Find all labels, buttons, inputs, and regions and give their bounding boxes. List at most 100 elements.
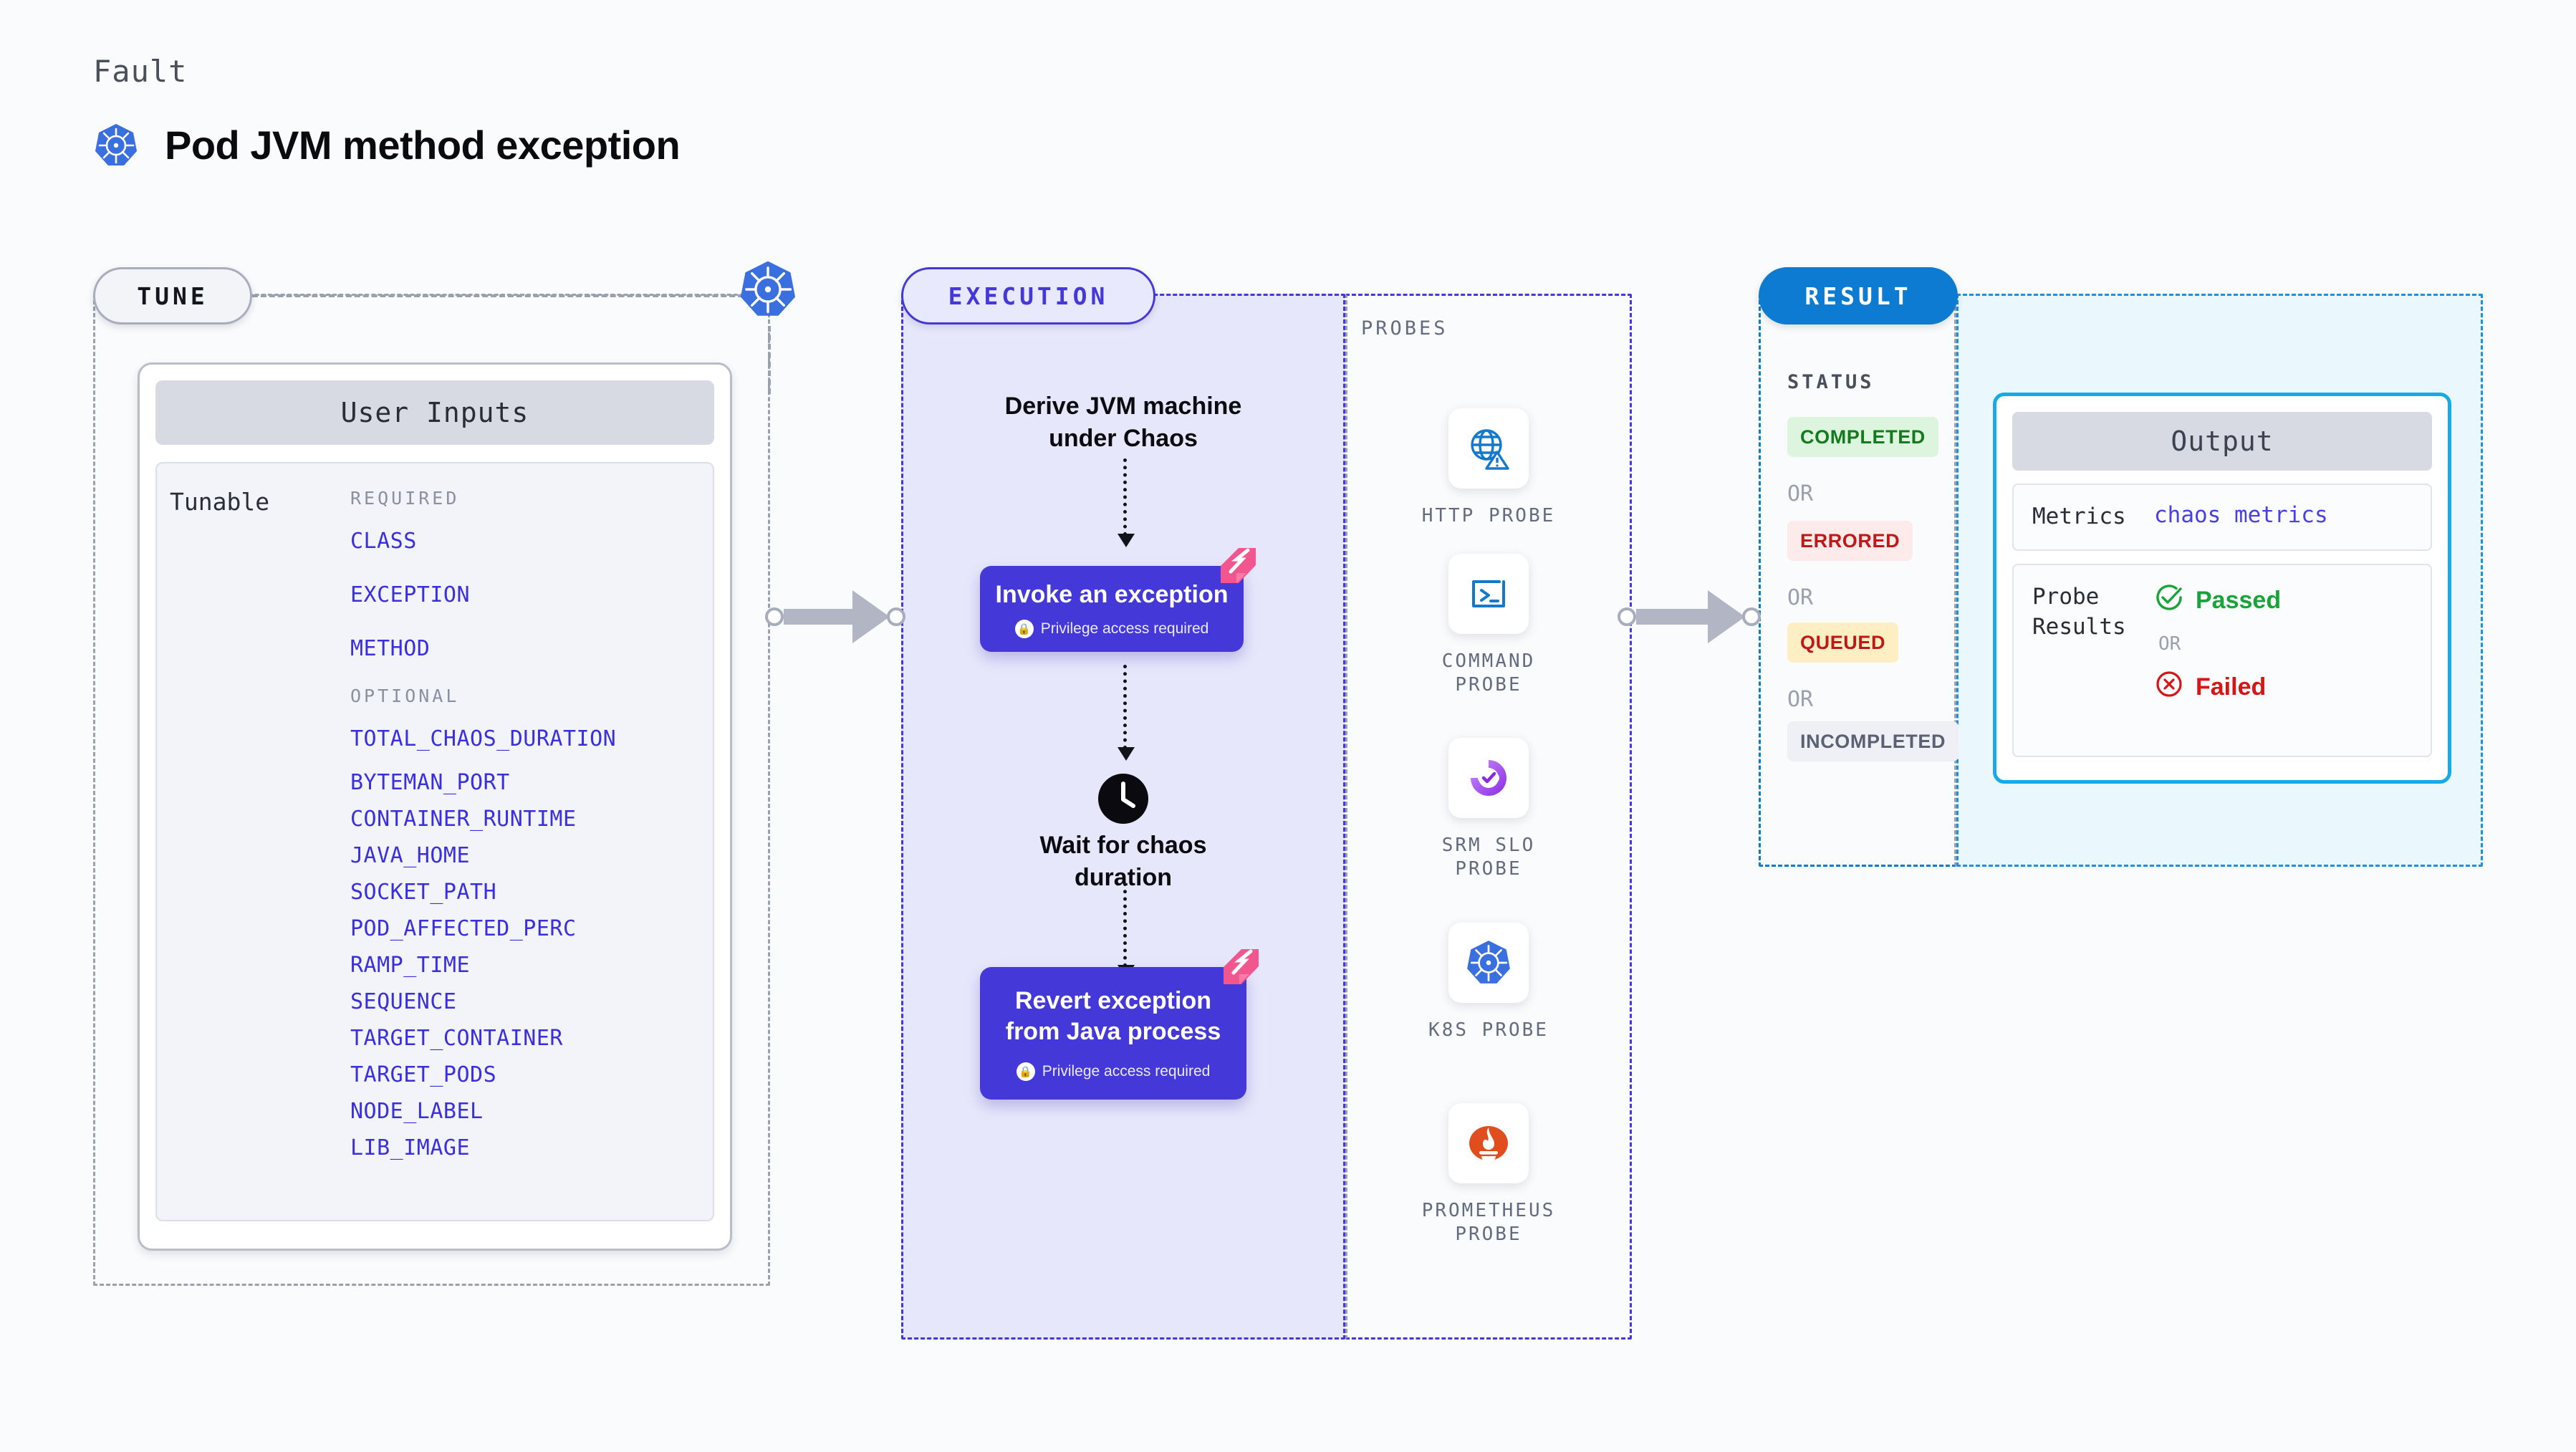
- kubernetes-icon: [1448, 923, 1529, 1003]
- execution-block-note: 🔒 Privilege access required: [1016, 1062, 1211, 1082]
- probe-result-failed: Failed: [2154, 669, 2281, 706]
- connector-start-dot: [1618, 607, 1636, 626]
- metrics-key-label: Metrics: [2032, 504, 2126, 529]
- status-badge-incompleted: INCOMPLETED: [1787, 721, 1959, 761]
- passed-label: Passed: [2196, 586, 2282, 614]
- page-title-row: Pod JVM method exception: [93, 122, 681, 168]
- probe-prometheus[interactable]: PROMETHEUS PROBE: [1345, 1103, 1632, 1246]
- probe-k8s[interactable]: K8S PROBE: [1345, 923, 1632, 1042]
- execution-step-derive-jvm: Derive JVM machine under Chaos: [1004, 393, 1242, 452]
- kubernetes-icon: [738, 259, 798, 323]
- tunable-list: REQUIRED CLASS EXCEPTION METHOD OPTIONAL…: [290, 488, 713, 1220]
- execution-block-title: Revert exception from Java process: [1005, 986, 1221, 1045]
- globe-warning-icon: [1448, 408, 1529, 489]
- tunable-item-java-home[interactable]: JAVA_HOME: [350, 843, 471, 868]
- stage-pill-tune[interactable]: TUNE: [93, 267, 252, 324]
- execution-block-note-text: Privilege access required: [1040, 620, 1209, 638]
- output-title: Output: [2012, 412, 2432, 471]
- clock-icon: [1097, 772, 1150, 829]
- probe-http[interactable]: HTTP PROBE: [1345, 408, 1632, 528]
- tune-vertical-dashed-line: [768, 326, 771, 394]
- tunable-item-sequence[interactable]: SEQUENCE: [350, 989, 457, 1014]
- execution-block-revert-exception[interactable]: Revert exception from Java process 🔒 Pri…: [980, 949, 1259, 1100]
- connector-start-dot: [765, 607, 784, 626]
- optional-group-heading: OPTIONAL: [350, 686, 460, 706]
- execution-block-note-text: Privilege access required: [1042, 1063, 1211, 1080]
- tunable-item-byteman-port[interactable]: BYTEMAN_PORT: [350, 770, 510, 795]
- status-heading: STATUS: [1787, 371, 1875, 393]
- connector-end-dot: [1742, 607, 1761, 626]
- page-title: Pod JVM method exception: [165, 122, 681, 168]
- srm-slo-icon: [1448, 738, 1529, 818]
- tunable-section: Tunable REQUIRED CLASS EXCEPTION METHOD …: [155, 462, 714, 1221]
- tunable-item-total-chaos-duration[interactable]: TOTAL_CHAOS_DURATION: [350, 726, 617, 751]
- tunable-row-label: Tunable: [170, 488, 270, 516]
- result-stage-region: [1759, 294, 1956, 867]
- probe-results-key-label: Probe Results: [2032, 583, 2126, 640]
- probe-label: K8S PROBE: [1428, 1019, 1549, 1041]
- status-or-1: OR: [1787, 481, 1814, 506]
- probe-label: COMMAND PROBE: [1441, 650, 1536, 696]
- tunable-item-target-container[interactable]: TARGET_CONTAINER: [350, 1026, 563, 1051]
- prometheus-icon: [1448, 1103, 1529, 1183]
- harness-icon: [1215, 544, 1259, 592]
- flow-arrow-3: [1118, 883, 1135, 979]
- connector-execution-to-result: [1618, 590, 1761, 643]
- execution-block-note: 🔒 Privilege access required: [1014, 620, 1209, 639]
- status-badge-queued: QUEUED: [1787, 622, 1899, 663]
- user-inputs-title: User Inputs: [155, 380, 714, 445]
- tunable-item-target-pods[interactable]: TARGET_PODS: [350, 1062, 497, 1087]
- required-group-heading: REQUIRED: [350, 488, 460, 509]
- tunable-item-container-runtime[interactable]: CONTAINER_RUNTIME: [350, 807, 577, 832]
- output-probe-results-row: Probe Results Passed OR: [2012, 563, 2432, 757]
- check-circle-icon: [2154, 582, 2184, 619]
- lock-icon: 🔒: [1016, 1062, 1035, 1082]
- probe-command[interactable]: COMMAND PROBE: [1345, 554, 1632, 697]
- probe-results-values: Passed OR Failed: [2154, 582, 2281, 739]
- metrics-value-link[interactable]: chaos metrics: [2154, 502, 2328, 528]
- flow-arrow-1: [1118, 458, 1135, 547]
- tunable-item-method[interactable]: METHOD: [350, 636, 431, 661]
- connector-bar: [784, 609, 854, 625]
- connector-tune-to-execution: [765, 590, 905, 643]
- tunable-item-ramp-time[interactable]: RAMP_TIME: [350, 953, 471, 978]
- probe-srm-slo[interactable]: SRM SLO PROBE: [1345, 738, 1632, 881]
- x-circle-icon: [2154, 669, 2184, 706]
- output-metrics-row: Metrics chaos metrics: [2012, 484, 2432, 551]
- connector-arrowhead: [1708, 590, 1745, 643]
- failed-label: Failed: [2196, 673, 2267, 701]
- probe-label: SRM SLO PROBE: [1441, 835, 1536, 880]
- probes-heading: PROBES: [1361, 317, 1448, 340]
- probe-result-passed: Passed: [2154, 582, 2281, 619]
- execution-block-invoke-exception[interactable]: Invoke an exception 🔒 Privilege access r…: [980, 548, 1256, 652]
- tunable-item-exception[interactable]: EXCEPTION: [350, 582, 471, 607]
- tunable-item-class[interactable]: CLASS: [350, 529, 417, 554]
- probe-result-or: OR: [2158, 633, 2181, 655]
- execution-block-title: Invoke an exception: [995, 580, 1229, 608]
- tunable-item-pod-affected-perc[interactable]: POD_AFFECTED_PERC: [350, 916, 577, 941]
- connector-bar: [1636, 609, 1709, 625]
- status-badge-completed: COMPLETED: [1787, 417, 1938, 457]
- stage-pill-result[interactable]: RESULT: [1759, 267, 1958, 324]
- stage-pill-execution[interactable]: EXECUTION: [901, 267, 1155, 324]
- execution-step-wait-for-chaos: Wait for chaos duration: [1039, 832, 1207, 891]
- output-card: Output Metrics chaos metrics Probe Resul…: [1993, 393, 2451, 784]
- probe-label: HTTP PROBE: [1421, 505, 1556, 527]
- status-or-2: OR: [1787, 585, 1814, 610]
- kubernetes-icon: [93, 122, 139, 168]
- tunable-item-socket-path[interactable]: SOCKET_PATH: [350, 880, 497, 905]
- connector-end-dot: [887, 607, 905, 626]
- user-inputs-card: User Inputs Tunable REQUIRED CLASS EXCEP…: [138, 362, 732, 1251]
- tune-dashed-connector: [252, 294, 752, 297]
- fault-eyebrow-label: Fault: [93, 54, 188, 89]
- terminal-icon: [1448, 554, 1529, 634]
- lock-icon: 🔒: [1014, 620, 1034, 639]
- status-or-3: OR: [1787, 687, 1814, 712]
- probe-label: PROMETHEUS PROBE: [1421, 1200, 1556, 1245]
- status-badge-errored: ERRORED: [1787, 521, 1913, 561]
- flow-arrow-2: [1118, 665, 1135, 761]
- tunable-item-lib-image[interactable]: LIB_IMAGE: [350, 1135, 471, 1160]
- connector-arrowhead: [852, 590, 890, 643]
- harness-icon: [1218, 946, 1262, 994]
- tunable-item-node-label[interactable]: NODE_LABEL: [350, 1099, 484, 1124]
